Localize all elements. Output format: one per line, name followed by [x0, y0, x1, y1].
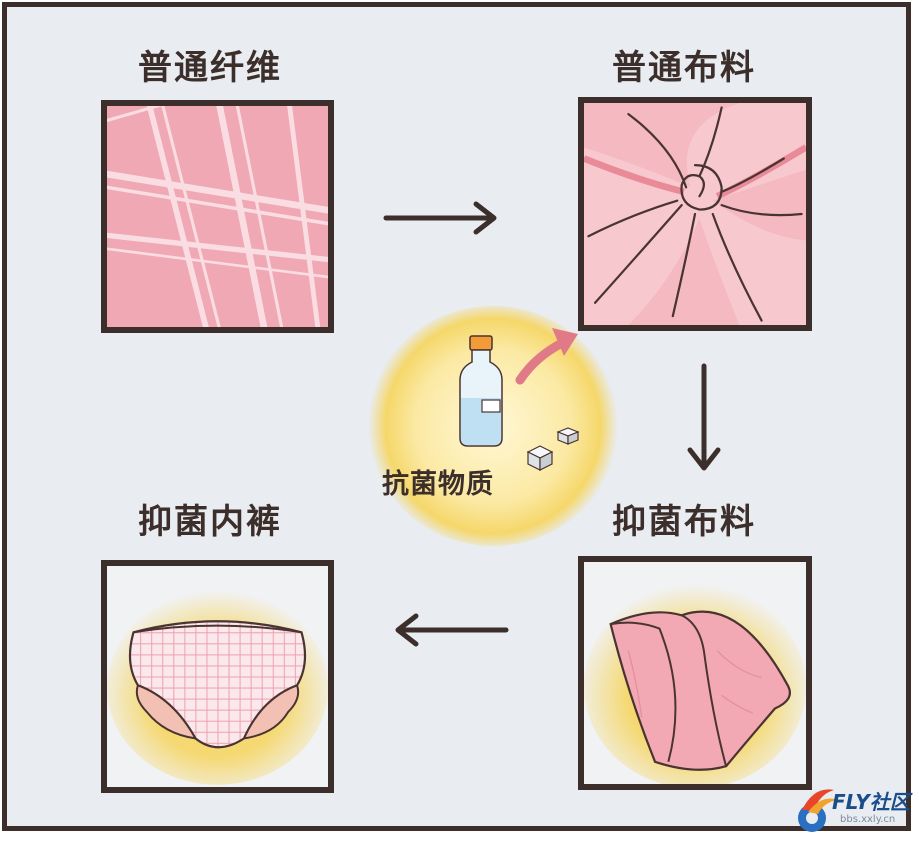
- panel-antibacterial-fabric: [578, 556, 812, 790]
- label-ordinary-fabric: 普通布料: [612, 48, 756, 88]
- arrow-down-icon: [687, 363, 721, 471]
- label-ordinary-fiber: 普通纤维: [138, 48, 282, 88]
- rolled-fabric-icon: [584, 584, 806, 784]
- label-antibacterial-fabric: 抑菌布料: [612, 502, 756, 542]
- fabric-swirl-icon: [584, 103, 806, 325]
- label-antibacterial-underwear: 抑菌内裤: [138, 502, 282, 542]
- watermark-url: bbs.xxly.cn: [840, 814, 896, 825]
- watermark-brand: FLY社区: [832, 790, 910, 814]
- antibacterial-substance-icon: [459, 328, 580, 471]
- label-antibacterial-substance: 抗菌物质: [382, 469, 494, 500]
- panel-ordinary-fiber: [101, 100, 334, 333]
- fiber-pattern-icon: [107, 106, 328, 327]
- panel-antibacterial-underwear: [101, 560, 334, 793]
- arrow-right-icon: [383, 201, 497, 235]
- panel-ordinary-fabric: [578, 97, 812, 331]
- fly-logo-icon: [798, 789, 838, 832]
- underwear-icon: [107, 590, 328, 785]
- arrow-left-icon: [395, 613, 509, 647]
